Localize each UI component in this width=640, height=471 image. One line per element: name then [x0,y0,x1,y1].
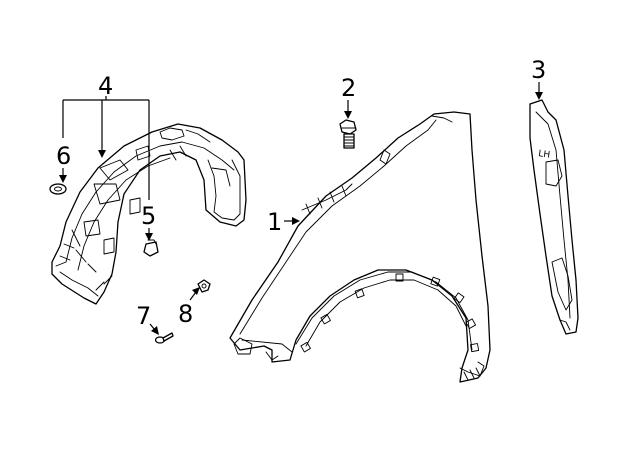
screw-7 [154,332,174,344]
fender-insulator: LH [529,99,579,335]
callout-1: 1 [267,208,282,236]
callout-labels: 1 2 3 4 5 6 7 8 [56,56,546,330]
callout-6: 6 [56,142,71,170]
clip-5 [143,239,159,257]
grommet-6 [49,183,67,195]
clip-8 [197,279,211,293]
callout-3: 3 [531,56,546,84]
callout-8: 8 [178,300,193,328]
callout-5: 5 [141,202,156,230]
callout-2: 2 [341,74,356,102]
fender-liner [51,123,247,305]
bolt [339,119,357,149]
callout-7: 7 [136,302,151,330]
leader-lines [59,82,543,335]
part-marking-lh: LH [538,149,551,161]
front-fender [229,111,491,383]
callout-4: 4 [98,72,113,100]
